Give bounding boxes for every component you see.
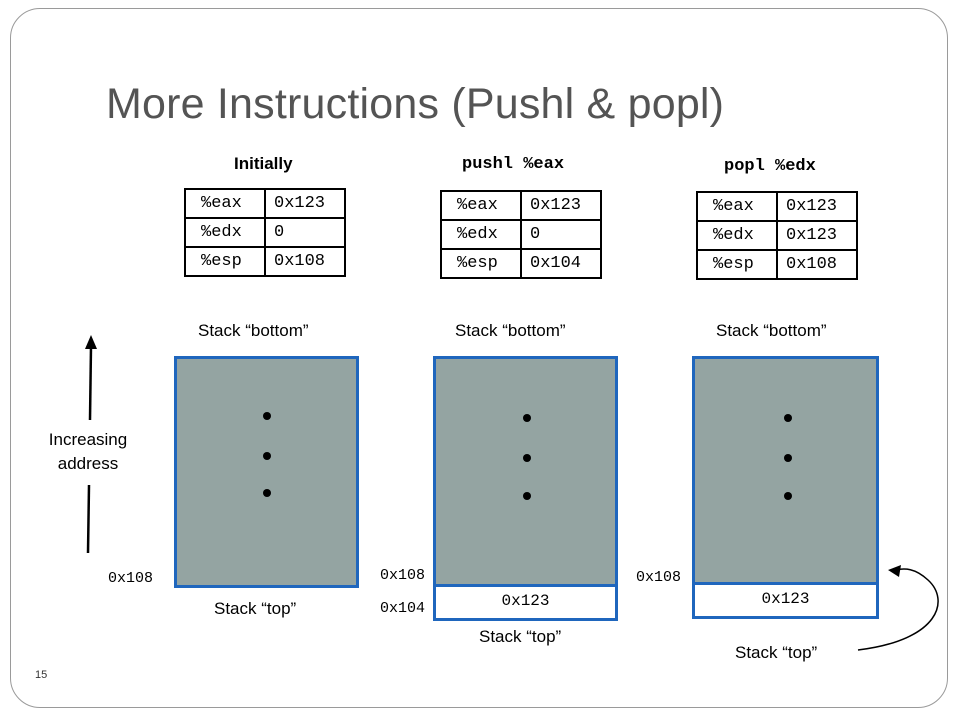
arrow-head-icon bbox=[85, 335, 97, 349]
ellipsis-dot bbox=[263, 412, 271, 420]
increasing-address-tail-line bbox=[86, 484, 91, 554]
register-row: %edx 0 bbox=[440, 219, 602, 250]
ellipsis-dot bbox=[784, 414, 792, 422]
register-value: 0x123 bbox=[776, 191, 858, 222]
register-value: 0x108 bbox=[264, 246, 346, 277]
register-row: %esp 0x108 bbox=[696, 249, 858, 280]
register-row: %edx 0x123 bbox=[696, 220, 858, 251]
ellipsis-dot bbox=[523, 492, 531, 500]
register-name: %eax bbox=[184, 188, 266, 219]
register-table-initially: %eax 0x123 %edx 0 %esp 0x108 bbox=[184, 188, 346, 277]
register-name: %eax bbox=[696, 191, 778, 222]
stack-top-label: Stack “top” bbox=[214, 599, 297, 618]
register-name: %esp bbox=[440, 248, 522, 279]
stack-bottom-label: Stack “bottom” bbox=[198, 321, 309, 340]
stack-pushl: 0x123 bbox=[433, 356, 618, 621]
ellipsis-dot bbox=[263, 452, 271, 460]
register-row: %esp 0x108 bbox=[184, 246, 346, 277]
register-name: %esp bbox=[696, 249, 778, 280]
ellipsis-dot bbox=[523, 414, 531, 422]
register-row: %esp 0x104 bbox=[440, 248, 602, 279]
panel-label-popl: popl %edx bbox=[724, 157, 816, 176]
stack-top-curved-arrow-icon bbox=[857, 568, 939, 651]
address-label: 0x108 bbox=[108, 570, 154, 587]
increasing-address-label: Increasing address bbox=[30, 428, 146, 476]
increasing-address-line1: Increasing bbox=[48, 430, 128, 449]
stack-initially bbox=[174, 356, 359, 588]
slide-frame bbox=[10, 8, 948, 708]
stack-top-label: Stack “top” bbox=[479, 627, 562, 646]
register-value: 0x108 bbox=[776, 249, 858, 280]
page-number: 15 bbox=[35, 669, 48, 681]
increasing-address-line2: address bbox=[57, 454, 119, 473]
stack-fill bbox=[177, 359, 356, 585]
stack-top-label: Stack “top” bbox=[735, 643, 818, 662]
stack-fill bbox=[695, 359, 876, 582]
register-name: %edx bbox=[696, 220, 778, 251]
ellipsis-dot bbox=[784, 454, 792, 462]
stack-popl: 0x123 bbox=[692, 356, 879, 619]
register-row: %edx 0 bbox=[184, 217, 346, 248]
register-row: %eax 0x123 bbox=[696, 191, 858, 222]
increasing-address-arrow-icon bbox=[88, 345, 93, 421]
register-table-pushl: %eax 0x123 %edx 0 %esp 0x104 bbox=[440, 190, 602, 279]
stack-fill bbox=[436, 359, 615, 584]
address-label: 0x108 bbox=[380, 567, 426, 584]
slide-title: More Instructions (Pushl & popl) bbox=[106, 80, 725, 128]
panel-label-pushl: pushl %eax bbox=[462, 155, 565, 174]
curved-arrow-head-icon bbox=[888, 565, 901, 577]
register-value: 0x123 bbox=[264, 188, 346, 219]
register-row: %eax 0x123 bbox=[440, 190, 602, 221]
register-value: 0x123 bbox=[776, 220, 858, 251]
register-value: 0 bbox=[264, 217, 346, 248]
register-name: %esp bbox=[184, 246, 266, 277]
stack-bottom-label: Stack “bottom” bbox=[455, 321, 566, 340]
address-label: 0x104 bbox=[380, 600, 426, 617]
register-value: 0 bbox=[520, 219, 602, 250]
panel-label-initially: Initially bbox=[234, 154, 293, 173]
ellipsis-dot bbox=[523, 454, 531, 462]
address-label: 0x108 bbox=[636, 569, 682, 586]
ellipsis-dot bbox=[784, 492, 792, 500]
stack-bottom-label: Stack “bottom” bbox=[716, 321, 827, 340]
register-row: %eax 0x123 bbox=[184, 188, 346, 219]
register-name: %edx bbox=[440, 219, 522, 250]
register-table-popl: %eax 0x123 %edx 0x123 %esp 0x108 bbox=[696, 191, 858, 280]
register-name: %edx bbox=[184, 217, 266, 248]
stack-cell: 0x123 bbox=[695, 582, 876, 616]
register-value: 0x104 bbox=[520, 248, 602, 279]
register-name: %eax bbox=[440, 190, 522, 221]
ellipsis-dot bbox=[263, 489, 271, 497]
stack-cell: 0x123 bbox=[436, 584, 615, 618]
register-value: 0x123 bbox=[520, 190, 602, 221]
